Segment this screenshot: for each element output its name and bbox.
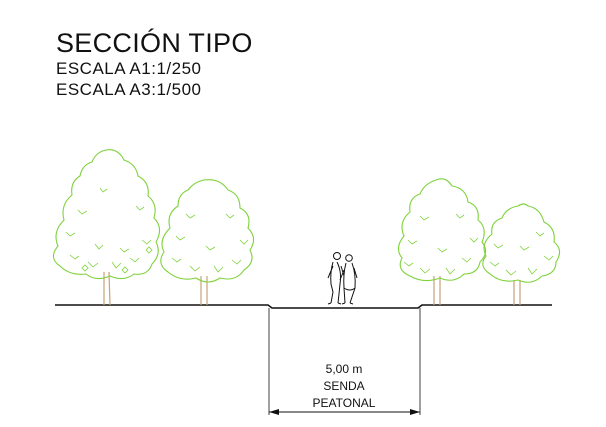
dimension-line (269, 409, 420, 415)
tree-right-small (482, 203, 561, 305)
tree-trunk (200, 276, 208, 305)
tree-left-medium (160, 179, 255, 305)
scale-a1-label: ESCALA A1:1/250 (56, 59, 202, 78)
drawing-title: SECCIÓN TIPO (56, 28, 253, 58)
arrow-left-icon (269, 409, 279, 415)
tree-canopy (52, 149, 161, 280)
zone-label-line1: SENDA (323, 379, 364, 393)
arrow-right-icon (410, 409, 420, 415)
tree-left-large (52, 149, 161, 306)
scale-a3-label: ESCALA A3:1/500 (56, 80, 202, 99)
ground-profile (55, 304, 552, 415)
width-label: 5,00 m (326, 362, 363, 376)
tree-trunk (433, 276, 441, 305)
tree-canopy (160, 179, 255, 283)
zone-label-line2: PEATONAL (313, 396, 376, 410)
tree-right-large (397, 178, 487, 305)
title-block: SECCIÓN TIPO ESCALA A1:1/250 ESCALA A3:1… (56, 28, 253, 100)
tree-canopy (482, 203, 561, 283)
tree-trunk (513, 280, 521, 305)
tree-canopy (397, 178, 487, 282)
pedestrians-icon (327, 252, 358, 305)
